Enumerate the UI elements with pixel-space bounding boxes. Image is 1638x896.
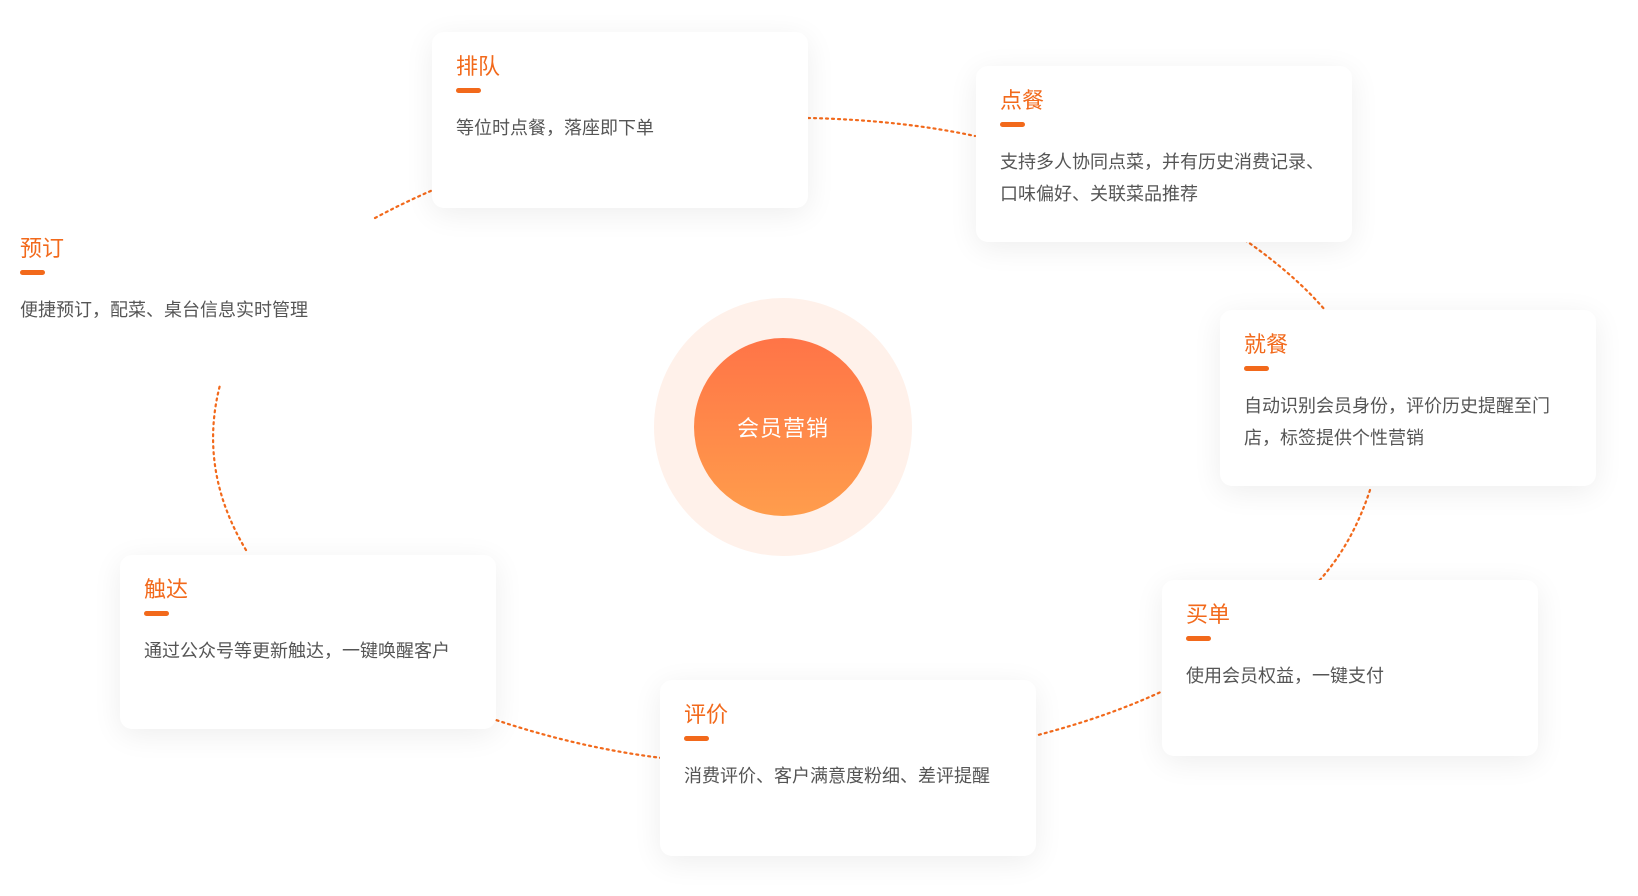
title-underline: [144, 611, 169, 616]
arc-paidui-diancan: [806, 116, 977, 138]
arc-chuda-yuding: [212, 383, 248, 552]
arc-jiucan-maidan: [1316, 488, 1372, 584]
node-description: 消费评价、客户满意度粉细、差评提醒: [684, 766, 990, 787]
node-title: 排队: [456, 55, 501, 80]
center-node: 会员营销: [694, 338, 872, 516]
node-description: 自动识别会员身份，评价历史提醒至门店，标签提供个性营销: [1244, 396, 1550, 449]
node-card-paidui: 排队 等位时点餐，落座即下单: [432, 32, 808, 208]
node-card-diancan: 点餐 支持多人协同点菜，并有历史消费记录、口味偏好、关联菜品推荐: [976, 66, 1352, 242]
node-card-yuding: 预订 便捷预订，配菜、桌台信息实时管理: [20, 236, 440, 326]
node-description: 等位时点餐，落座即下单: [456, 118, 654, 139]
node-description: 使用会员权益，一键支付: [1186, 666, 1384, 687]
title-underline: [684, 736, 709, 741]
arc-maidan-pingjia: [1036, 688, 1167, 737]
node-card-chuda: 触达 通过公众号等更新触达，一键唤醒客户: [120, 555, 496, 729]
node-description: 支持多人协同点菜，并有历史消费记录、口味偏好、关联菜品推荐: [1000, 152, 1324, 205]
node-card-maidan: 买单 使用会员权益，一键支付: [1162, 580, 1538, 756]
node-title: 触达: [144, 578, 189, 603]
center-label: 会员营销: [736, 417, 829, 442]
title-underline: [1244, 366, 1269, 371]
title-underline: [1186, 636, 1211, 641]
arc-pingjia-chuda: [494, 718, 664, 760]
node-card-jiucan: 就餐 自动识别会员身份，评价历史提醒至门店，标签提供个性营销: [1220, 310, 1596, 486]
node-title: 评价: [684, 703, 729, 728]
arc-diancan-jiucan: [1243, 238, 1327, 312]
arc-yuding-paidui: [373, 188, 435, 220]
node-title: 预订: [20, 237, 65, 262]
node-title: 买单: [1186, 603, 1231, 628]
node-description: 通过公众号等更新触达，一键唤醒客户: [144, 641, 450, 662]
title-underline: [20, 270, 45, 275]
node-card-pingjia: 评价 消费评价、客户满意度粉细、差评提醒: [660, 680, 1036, 856]
node-title: 就餐: [1244, 333, 1289, 358]
title-underline: [1000, 122, 1025, 127]
title-underline: [456, 88, 481, 93]
node-title: 点餐: [1000, 89, 1045, 114]
node-description: 便捷预订，配菜、桌台信息实时管理: [20, 300, 308, 321]
